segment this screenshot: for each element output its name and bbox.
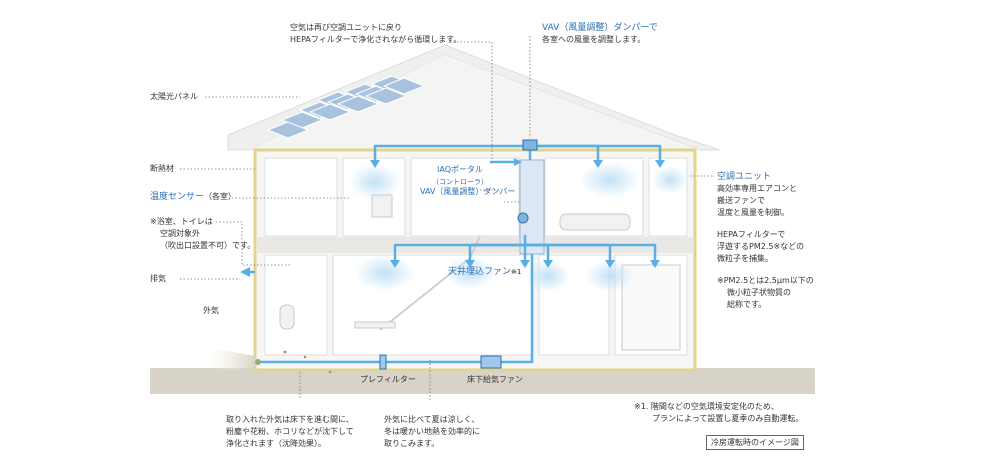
vav-top-note-line1: VAV（風量調整）ダンパーで (542, 23, 658, 33)
temp-sensor-text: 温度センサー (150, 192, 205, 202)
temp-sensor-label: 温度センサー（各室） (150, 191, 236, 203)
floor-fan (480, 355, 502, 369)
outside-air-label: 外気 (203, 306, 219, 315)
footnote-line1: ※1. 階間などの空気環境安定化のため、 (634, 402, 779, 411)
rooms (264, 157, 688, 356)
ceiling-fan-text: 天井埋込ファン (448, 267, 512, 277)
vav-top-note: VAV（風量調整）ダンパーで 各室への風量を調整します。 (542, 22, 658, 46)
sedimentation-line1: 取り入れた外気は床下を進む間に、 (226, 415, 354, 424)
bath-note-line2: 空調対象外 (160, 229, 200, 238)
ground (150, 368, 815, 394)
footnote: ※1. 階間などの空気環境安定化のため、 プランによって設置し夏季のみ自動運転。 (634, 401, 803, 425)
insulation-label: 断熱材 (150, 164, 174, 173)
ac-unit (519, 159, 545, 255)
ac-unit-desc-line1: 高効率専用エアコンと (717, 184, 797, 193)
ac-unit-desc-line2: 搬送ファンで (717, 196, 765, 205)
floor-fan-label: 床下給気ファン (467, 375, 523, 384)
exhaust-label: 排気 (150, 274, 166, 283)
return-air-note-line2: HEPAフィルターで浄化されながら循環します。 (290, 35, 462, 44)
ac-unit-title: 空調ユニット (717, 172, 772, 182)
geothermal-line1: 外気に比べて夏は涼しく、 (384, 415, 480, 424)
hepa-line1: HEPAフィルターで (717, 230, 786, 239)
footnote-line2: プランによって設置し夏季のみ自動運転。 (652, 414, 804, 423)
iaq-portal-line2: （コントローラ） (432, 178, 488, 186)
temp-sensor-suffix: （各室） (204, 192, 237, 201)
leader-lines (180, 36, 715, 400)
ceiling-fan-note: ※1 (511, 268, 522, 276)
solar-panel-label: 太陽光パネル (150, 92, 198, 101)
outside-air-inflow (210, 348, 255, 372)
bath-note: ※浴室、トイレは 空調対象外 （吹出口設置不可）です。 (150, 216, 255, 252)
solar-panels (266, 75, 426, 139)
geothermal-line3: 取りこみます。 (384, 439, 440, 448)
image-caption: 冷房運転時のイメージ図 (706, 435, 804, 450)
cool-air-glows (349, 162, 688, 292)
sedimentation-note: 取り入れた外気は床下を進む間に、 粉塵や花粉、ホコリなどが沈下して 浄化されます… (226, 414, 354, 450)
ceiling-fan-label: 天井埋込ファン※1 (448, 266, 521, 278)
return-air-note-line1: 空気は再び空調ユニットに戻り (290, 23, 402, 32)
prefilter-label: プレフィルター (360, 375, 416, 384)
sedimentation-line3: 浄化されます（沈降効果）。 (226, 439, 326, 448)
ceiling-fan (517, 212, 529, 224)
pm-note-line2: 微小粒子状物質の (727, 288, 791, 297)
prefilter (379, 354, 387, 370)
iaq-portal-label: IAQポータル （コントローラ） (432, 164, 488, 188)
geothermal-note: 外気に比べて夏は涼しく、 冬は暖かい地熱を効率的に 取りこみます。 (384, 414, 480, 450)
ac-unit-description: 空調ユニット 高効率専用エアコンと 搬送ファンで 温度と風量を制御。 HEPAフ… (717, 171, 814, 311)
sedimentation-line2: 粉塵や花粉、ホコリなどが沈下して (226, 427, 354, 436)
geothermal-line2: 冬は暖かい地熱を効率的に (384, 427, 480, 436)
iaq-portal-line1: IAQポータル (437, 165, 483, 174)
bath-note-line1: ※浴室、トイレは (150, 217, 213, 226)
vav-top-note-line2: 各室への風量を調整します。 (542, 35, 646, 44)
ac-unit-desc-line3: 温度と風量を制御。 (717, 208, 789, 217)
vav-damper-label: VAV（風量調整）ダンパー (420, 187, 516, 196)
bath-note-line3: （吹出口設置不可）です。 (160, 241, 256, 250)
hepa-line3: 微粒子を捕集。 (717, 254, 773, 263)
airflow-paths (245, 144, 662, 364)
pm-note-line1: ※PM2.5とは2.5μm以下の (717, 276, 814, 285)
return-air-note: 空気は再び空調ユニットに戻り HEPAフィルターで浄化されながら循環します。 (290, 22, 461, 46)
pm-note-line3: 総称です。 (727, 300, 767, 309)
hepa-line2: 浮遊するPM2.5※などの (717, 242, 805, 251)
